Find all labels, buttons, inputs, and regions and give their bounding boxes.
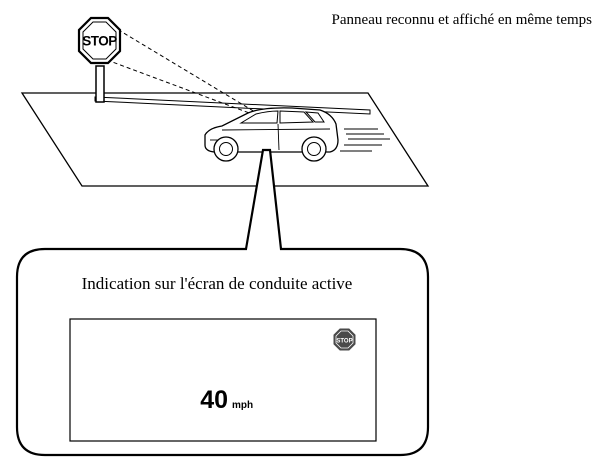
stop-sign-icon — [77, 16, 122, 65]
active-driving-display — [69, 318, 377, 442]
stop-sign-text: STOP — [82, 34, 117, 49]
top-caption: Panneau reconnu et affiché en même temps — [332, 12, 593, 28]
stop-sign: STOP — [77, 16, 122, 103]
speed-unit: mph — [232, 400, 253, 411]
callout-title: Indication sur l'écran de conduite activ… — [82, 274, 353, 293]
car — [204, 107, 390, 162]
motion-lines — [340, 128, 390, 152]
display-stop-sign-text: STOP — [336, 339, 352, 345]
display-stop-sign-icon: STOP — [333, 328, 356, 351]
speed-value: 40 — [200, 386, 228, 414]
recognition-lines — [106, 25, 261, 118]
